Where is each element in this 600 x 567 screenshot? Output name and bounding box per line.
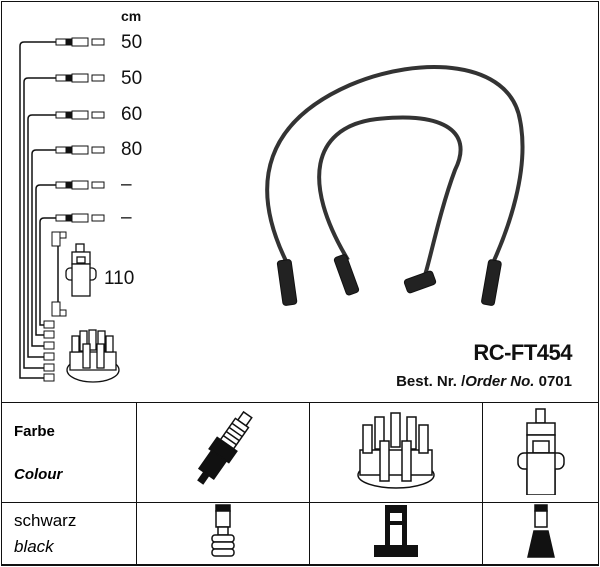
table-row-black: schwarz black [1, 502, 599, 565]
order-number-line: Best. Nr. /Order No. 0701 [396, 373, 572, 390]
spark-plug-icon [197, 410, 253, 485]
cable-length-6: – [121, 207, 132, 228]
colour-name-de: schwarz [14, 510, 77, 530]
wire-6 [39, 217, 56, 326]
ignition-coil-icon [516, 408, 565, 496]
colour-table: Farbe Colour [1, 402, 599, 565]
order-number: 0701 [538, 373, 572, 390]
wire-2 [23, 77, 56, 369]
colour-header-cell: Farbe Colour [1, 402, 137, 503]
cable-length-1: 50 [121, 32, 143, 53]
order-label-en: Order No. [465, 373, 535, 390]
ignition-coil-icon [65, 243, 97, 297]
spark-plug-boot-cell [136, 502, 310, 565]
wire-3 [27, 114, 56, 358]
wire-5 [35, 184, 56, 336]
wire-4 [31, 149, 56, 347]
colour-label-en: Colour [14, 465, 63, 483]
ignition-cables-illustration [265, 65, 525, 306]
product-code: RC-FT454 [473, 340, 572, 365]
spark-plug-cell [136, 402, 310, 503]
coil-boot-icon [526, 504, 555, 558]
unit-label: cm [121, 8, 142, 24]
table-row-header: Farbe Colour [1, 402, 599, 503]
cable-length-coil: 110 [104, 268, 135, 289]
spark-plug-boot-icon [211, 504, 235, 557]
coil-boot-cell [482, 502, 599, 565]
distributor-cap-icon [357, 412, 435, 489]
distributor-boot-icon [374, 505, 418, 557]
ignition-coil-cell [482, 402, 599, 503]
cable-length-5: – [121, 174, 132, 195]
order-separator: / [461, 373, 466, 390]
wire-1 [19, 41, 56, 379]
cable-length-2: 50 [121, 68, 143, 89]
order-label-de: Best. Nr. [396, 373, 457, 390]
colour-name-cell: schwarz black [1, 502, 137, 565]
cable-length-4: 80 [121, 139, 143, 160]
distributor-cap-icon [66, 329, 120, 383]
cable-length-3: 60 [121, 104, 143, 125]
cable-set-schematic [19, 37, 120, 383]
distributor-cap-cell [309, 402, 483, 503]
colour-name-en: black [14, 536, 54, 556]
distributor-boot-cell [309, 502, 483, 565]
colour-label-de: Farbe [14, 422, 55, 440]
plug-connectors [43, 37, 105, 382]
